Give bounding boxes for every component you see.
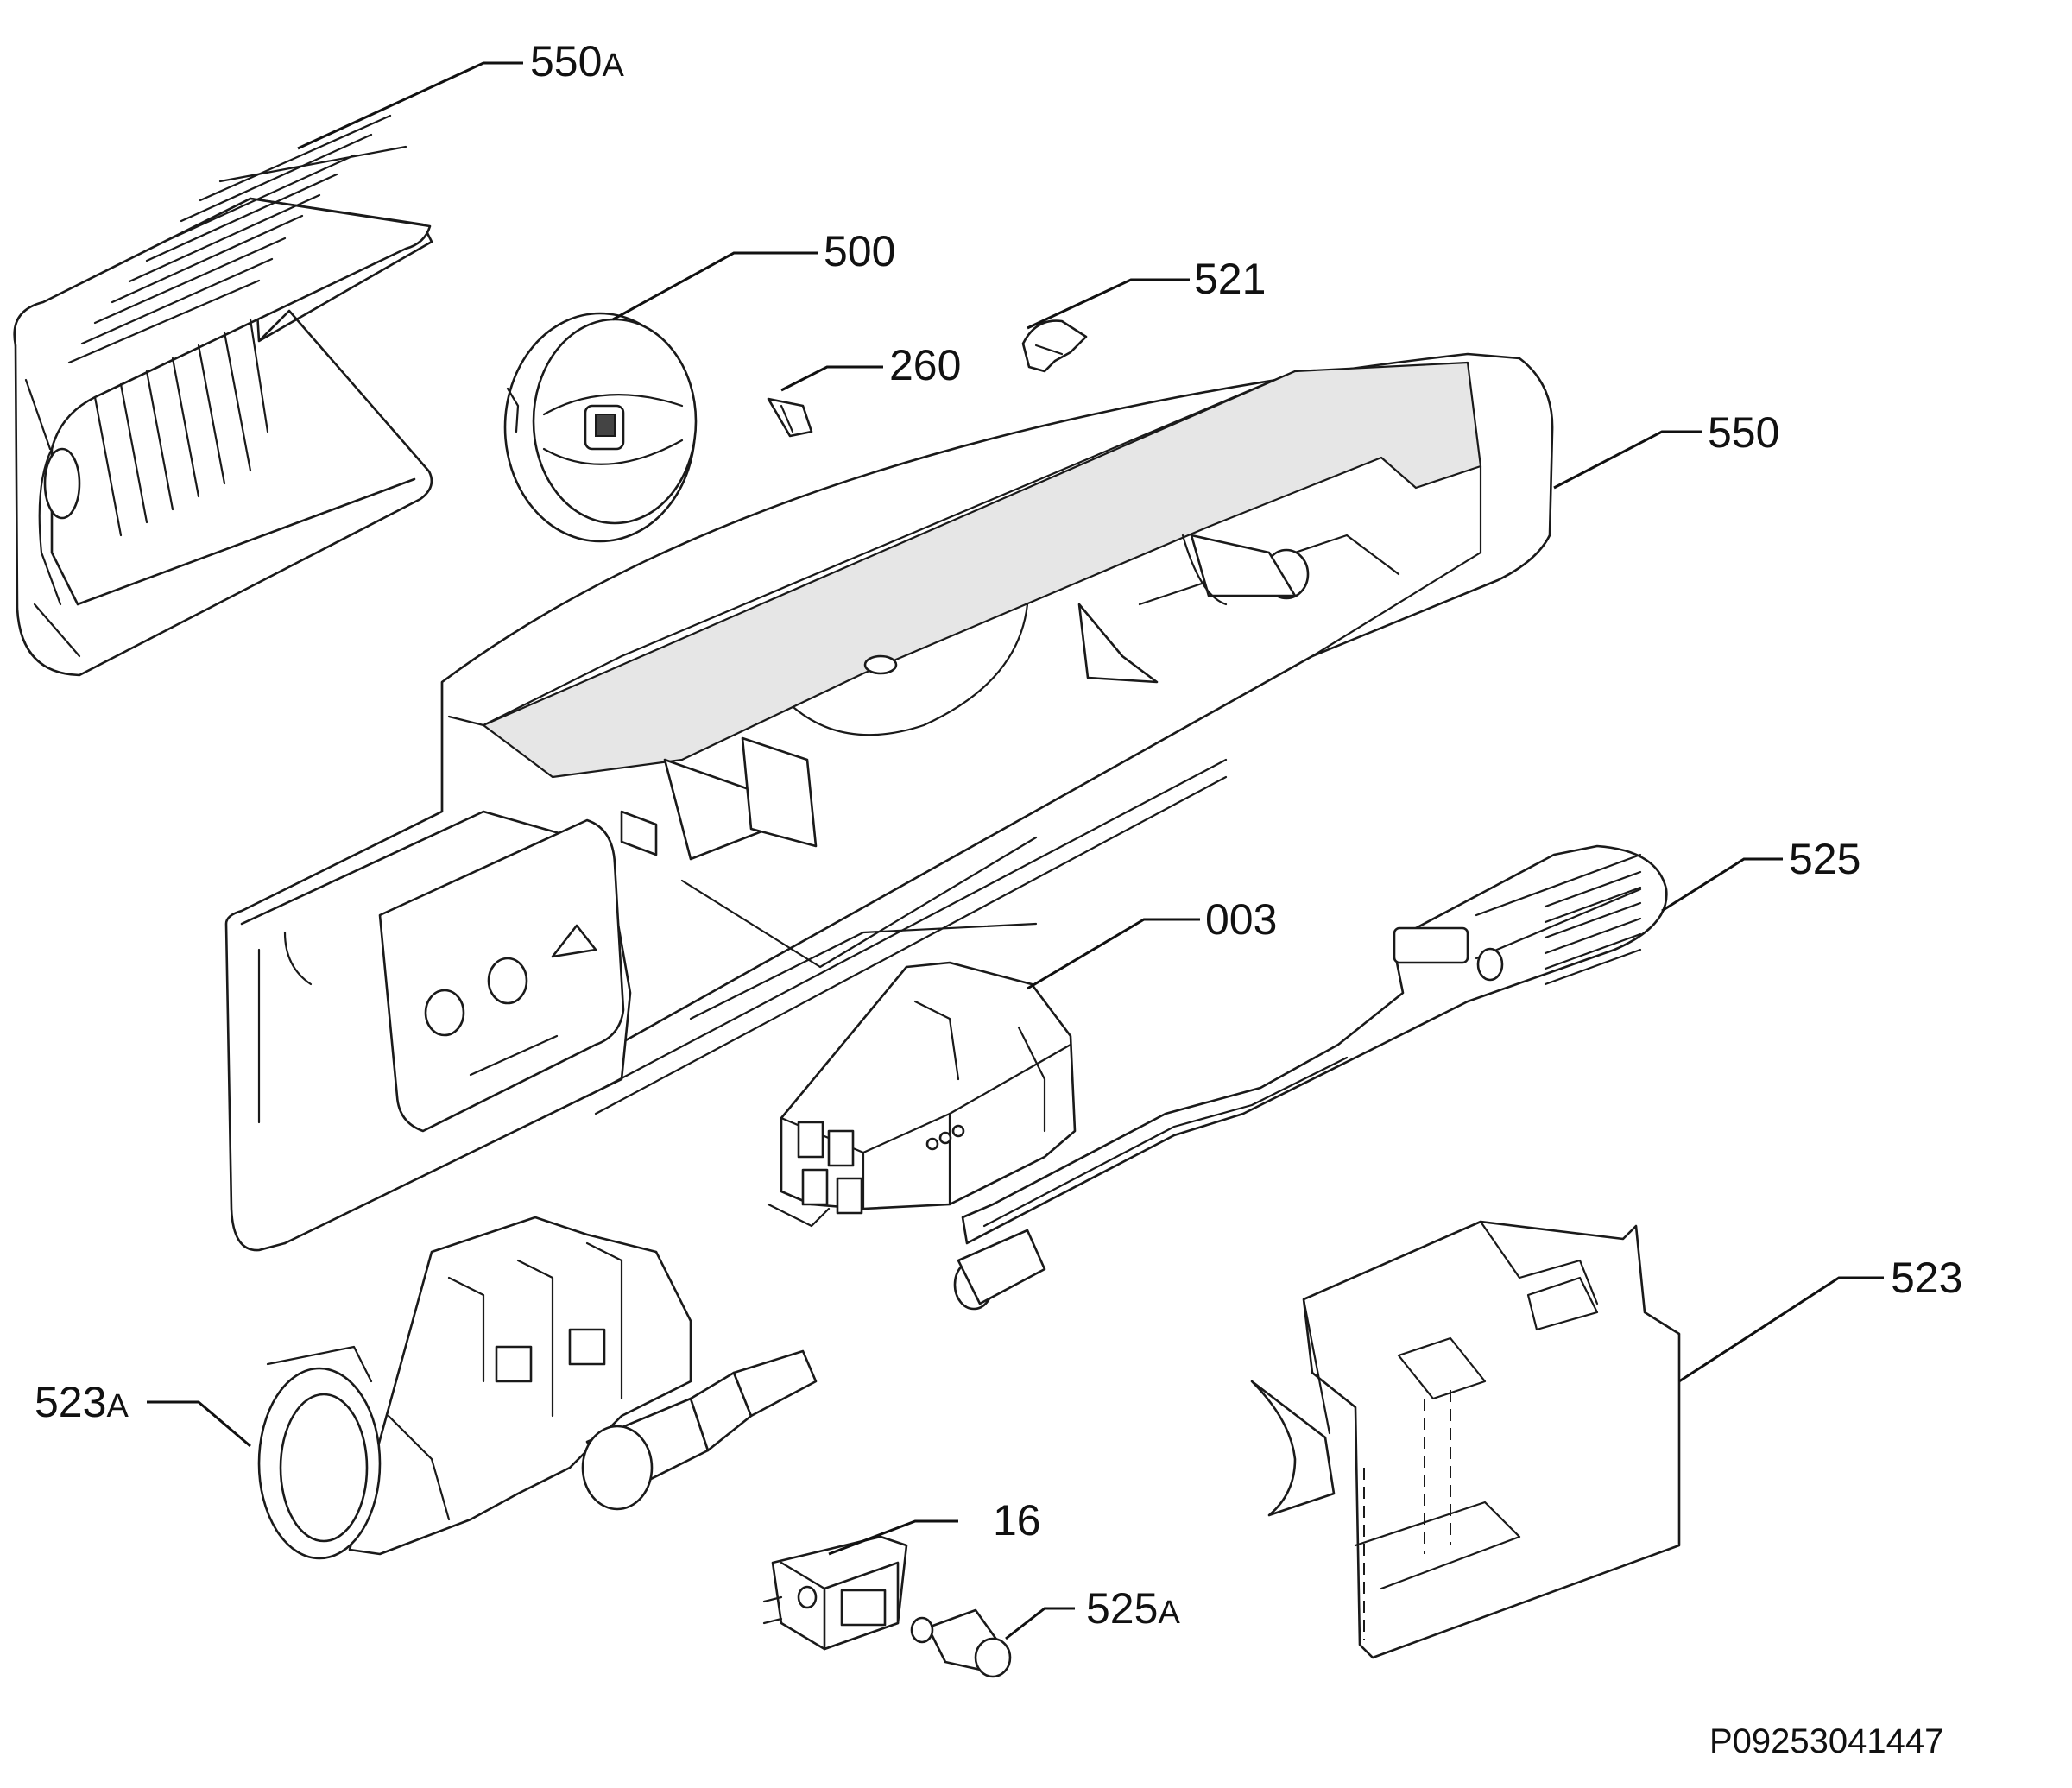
part-16-switch (762, 1535, 908, 1651)
part-550-main-housing (224, 352, 1554, 1252)
part-525-lever (953, 844, 1668, 1311)
part-500-knob (503, 312, 698, 543)
callout-550a: 550A (530, 37, 624, 85)
document-id: P09253041447 (1709, 1722, 1943, 1760)
vent-fins (93, 318, 269, 537)
part-523a-lamp-socket (257, 1216, 818, 1560)
part-260-clip (767, 397, 813, 438)
callout-16: 16 (993, 1496, 1041, 1545)
part-525a-bulb (910, 1608, 1012, 1678)
callout-523: 523 (1891, 1254, 1962, 1302)
part-521-holder (1021, 319, 1088, 373)
callout-260: 260 (889, 341, 961, 389)
callout-500: 500 (824, 227, 895, 275)
callout-labels: 550A 500 521 260 550 525 003 523 523A 16… (35, 37, 1962, 1633)
lever-grille (1544, 870, 1642, 986)
callout-003: 003 (1205, 895, 1277, 944)
leader-lines (147, 61, 1884, 1640)
part-003-thermostat (767, 961, 1077, 1228)
vent-slots (67, 114, 407, 364)
callout-550: 550 (1708, 408, 1779, 457)
part-550a-vent-cover (13, 114, 433, 677)
part-523-bracket (1250, 1220, 1681, 1659)
callout-523a: 523A (35, 1378, 129, 1426)
callout-525a: 525A (1086, 1584, 1180, 1633)
callout-521: 521 (1194, 255, 1266, 303)
callout-525: 525 (1789, 835, 1860, 883)
